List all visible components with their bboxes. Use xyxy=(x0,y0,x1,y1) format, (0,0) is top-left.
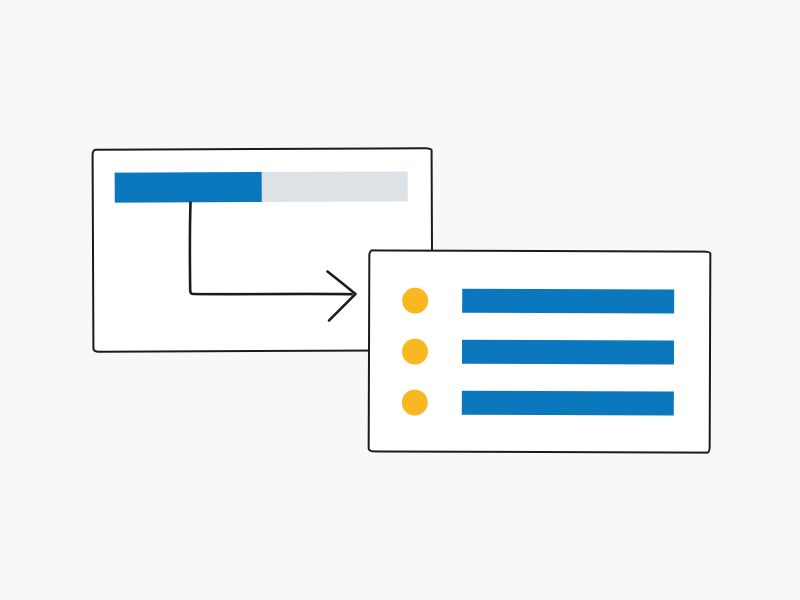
text-placeholder-bar xyxy=(462,288,675,314)
list-item xyxy=(401,389,675,417)
progress-bar-track xyxy=(114,171,408,203)
list-item xyxy=(402,287,675,315)
list-card xyxy=(367,249,712,454)
text-placeholder-bar xyxy=(461,390,674,416)
text-placeholder-bar xyxy=(461,339,675,365)
list-item xyxy=(401,338,675,366)
progress-bar-fill xyxy=(114,172,262,203)
list-card-body xyxy=(370,251,710,451)
dot-icon xyxy=(401,389,428,416)
dot-icon xyxy=(401,338,429,365)
dot-icon xyxy=(402,287,429,314)
